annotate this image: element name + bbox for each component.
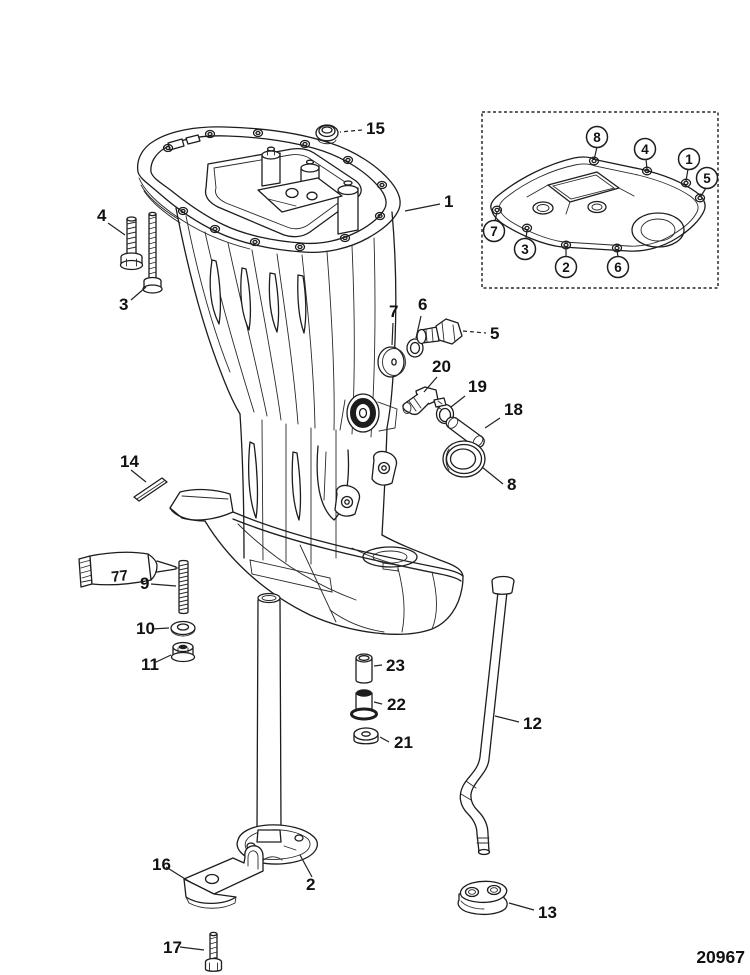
svg-text:22: 22 <box>387 695 406 714</box>
dowel-pin-14 <box>133 477 168 502</box>
callout-20: 20 <box>423 357 451 393</box>
callout-1: 1 <box>404 192 453 212</box>
callout-9: 9 <box>140 574 177 593</box>
svg-text:1: 1 <box>685 152 693 167</box>
inset-callout-3: 3 <box>513 229 537 261</box>
lower-housing <box>169 488 464 635</box>
callout-5: 5 <box>462 324 499 343</box>
center-block <box>257 177 343 213</box>
driveshaft-housing <box>136 126 464 635</box>
oil-seal-8 <box>442 440 486 478</box>
svg-text:8: 8 <box>593 130 601 145</box>
svg-text:2: 2 <box>306 875 315 894</box>
callout-19: 19 <box>450 377 487 408</box>
inset-callout-7: 7 <box>482 211 506 243</box>
callout-21: 21 <box>379 733 413 752</box>
svg-text:13: 13 <box>538 903 557 922</box>
callout-10: 10 <box>136 619 170 638</box>
inset-callout-8: 8 <box>585 125 609 161</box>
washer-7 <box>377 346 406 378</box>
hose-clamp-19 <box>433 397 455 425</box>
drain-plug-5 <box>416 318 463 345</box>
svg-text:20: 20 <box>432 357 451 376</box>
svg-text:8: 8 <box>507 475 516 494</box>
inset-callout-4: 4 <box>633 137 657 170</box>
callout-14: 14 <box>120 452 147 483</box>
svg-text:21: 21 <box>394 733 413 752</box>
callout-18: 18 <box>484 400 523 429</box>
svg-text:1: 1 <box>444 192 453 211</box>
svg-text:10: 10 <box>136 619 155 638</box>
svg-text:17: 17 <box>163 938 182 957</box>
tube-retainer-13 <box>457 880 508 916</box>
callout-11: 11 <box>141 654 172 674</box>
callout-4: 4 <box>97 206 126 236</box>
drawing-number: 20967 <box>696 947 745 967</box>
top-plug-15 <box>315 124 339 145</box>
bolt-3 <box>142 211 163 294</box>
callout-2: 2 <box>299 854 315 894</box>
svg-text:19: 19 <box>468 377 487 396</box>
washer-21 <box>353 727 379 745</box>
callout-12: 12 <box>494 714 542 733</box>
svg-text:2: 2 <box>562 260 570 275</box>
callout-6: 6 <box>415 295 427 339</box>
callout-15: 15 <box>339 119 385 138</box>
svg-text:9: 9 <box>140 574 149 593</box>
svg-text:5: 5 <box>703 171 711 186</box>
svg-text:7: 7 <box>389 302 398 321</box>
callout-16: 16 <box>152 855 191 883</box>
svg-text:18: 18 <box>504 400 523 419</box>
strut-section <box>239 393 398 593</box>
rib-teardrops <box>209 259 307 334</box>
callout-17: 17 <box>163 938 205 957</box>
svg-text:6: 6 <box>418 295 427 314</box>
inset-callout-6: 6 <box>606 249 630 279</box>
svg-text:7: 7 <box>490 224 498 239</box>
svg-text:16: 16 <box>152 855 171 874</box>
bolt-17 <box>204 931 223 972</box>
stud-9 <box>178 559 189 615</box>
svg-text:3: 3 <box>119 295 128 314</box>
callout-8: 8 <box>481 466 516 494</box>
gasket-inset <box>481 111 719 289</box>
svg-text:5: 5 <box>490 324 499 343</box>
svg-text:23: 23 <box>386 656 405 675</box>
nut-11 <box>170 641 196 663</box>
inset-callout-5: 5 <box>695 166 719 197</box>
gasket-drawing <box>490 156 706 253</box>
seal-washer-6 <box>406 338 424 358</box>
svg-text:6: 6 <box>614 260 622 275</box>
bracket-16 <box>183 845 264 909</box>
inset-callout-2: 2 <box>554 247 578 279</box>
sealant-tube-label: 77 <box>110 567 129 586</box>
svg-text:4: 4 <box>97 206 107 225</box>
shaft-2 <box>236 592 319 865</box>
callout-13: 13 <box>508 902 557 922</box>
flange-bolt-holes <box>162 128 388 252</box>
svg-text:14: 14 <box>120 452 139 471</box>
bolt-4 <box>119 216 144 271</box>
washer-10 <box>170 620 196 637</box>
inset-callout-1: 1 <box>677 147 701 182</box>
svg-text:12: 12 <box>523 714 542 733</box>
callout-3: 3 <box>119 286 147 314</box>
callout-7: 7 <box>389 302 398 346</box>
bushing-22 <box>350 689 378 721</box>
svg-text:3: 3 <box>521 242 529 257</box>
barb-fitting-20 <box>402 386 439 416</box>
callout-23: 23 <box>373 656 405 675</box>
svg-text:15: 15 <box>366 119 385 138</box>
svg-text:4: 4 <box>641 142 649 157</box>
oil-tube-12 <box>459 575 515 856</box>
sealant-tube: 77 <box>78 551 187 588</box>
spacer-tube-23 <box>355 653 373 684</box>
callout-22: 22 <box>373 695 406 714</box>
inset-border <box>481 111 719 289</box>
svg-text:11: 11 <box>141 655 159 674</box>
